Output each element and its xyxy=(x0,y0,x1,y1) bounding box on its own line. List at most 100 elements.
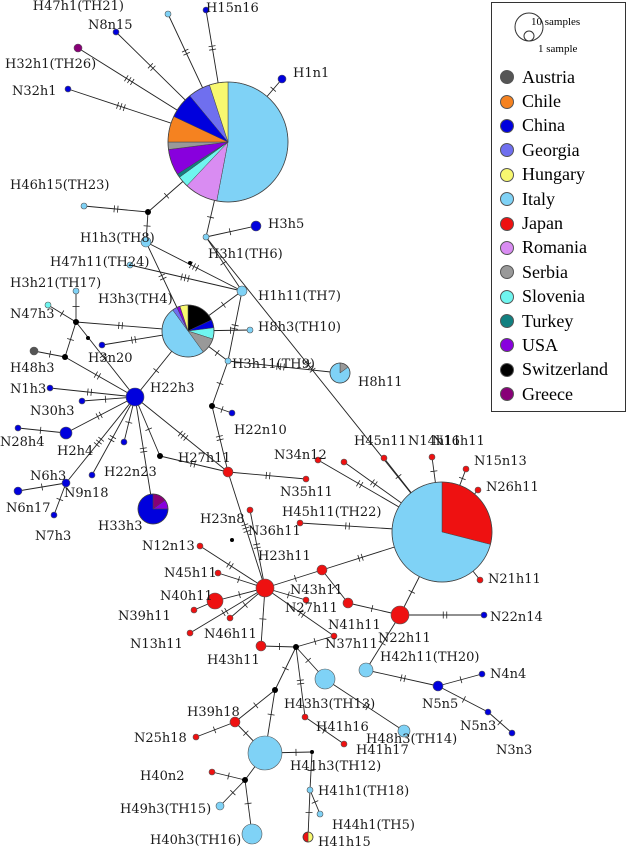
mutation-tick xyxy=(282,666,289,671)
mutation-tick xyxy=(193,460,196,468)
haplotype-node-h23h11 xyxy=(255,578,275,598)
network-edge xyxy=(205,236,243,292)
mutation-tick xyxy=(267,713,275,716)
mutation-ticks xyxy=(39,45,503,814)
mutation-tick xyxy=(269,472,271,480)
node-outline xyxy=(161,304,215,358)
mutation-tick xyxy=(139,447,147,450)
node-circle xyxy=(222,466,234,478)
haplotype-node-h15n16 xyxy=(202,6,210,14)
median-vector xyxy=(242,777,248,783)
node-outline xyxy=(329,362,351,384)
haplotype-node-h40n2 xyxy=(208,768,216,776)
node-circle xyxy=(46,384,54,392)
mutation-tick xyxy=(461,696,466,703)
network-edge xyxy=(91,396,136,476)
median-vector xyxy=(145,209,151,215)
node-label: H43h11 xyxy=(207,653,260,668)
node-label: H33h3 xyxy=(98,519,143,534)
node-label: N8n15 xyxy=(88,18,133,33)
mutation-tick xyxy=(195,264,200,272)
legend-size-scale xyxy=(514,12,544,42)
node-circle xyxy=(186,629,194,637)
legend-label: Romania xyxy=(522,237,587,258)
network-edge xyxy=(307,789,311,838)
legend-swatch xyxy=(500,70,514,85)
node-label: N28h4 xyxy=(0,435,45,450)
median-vector xyxy=(209,403,215,409)
node-label: N30h3 xyxy=(30,404,75,419)
node-circle xyxy=(277,74,287,84)
node-circle xyxy=(428,453,436,461)
mutation-tick xyxy=(242,526,250,530)
haplotype-node-h41h16 xyxy=(301,713,309,721)
mutation-tick xyxy=(180,432,186,439)
legend-item-china: China xyxy=(500,114,608,138)
mutation-tick xyxy=(230,327,238,330)
legend-swatch xyxy=(500,240,514,255)
haplotype-node-n1h3 xyxy=(46,384,54,392)
network-edge xyxy=(219,779,246,807)
network-edge xyxy=(33,350,66,358)
mutation-tick xyxy=(279,363,282,371)
node-circle xyxy=(229,716,241,728)
haplotype-node-h42h11 xyxy=(358,662,374,678)
node-circle xyxy=(44,301,52,309)
mutation-tick xyxy=(307,365,314,371)
mutation-tick xyxy=(183,434,189,441)
mutation-tick xyxy=(253,702,259,709)
mutation-tick xyxy=(130,336,133,344)
mutation-tick xyxy=(293,574,297,582)
mutation-tick xyxy=(122,104,126,112)
mutation-tick xyxy=(365,703,370,711)
mutation-tick xyxy=(220,406,224,413)
legend-swatch xyxy=(500,216,514,231)
mutation-tick xyxy=(356,480,361,487)
network-edge xyxy=(17,427,67,434)
legend-swatch xyxy=(500,362,514,377)
network-edge xyxy=(65,396,136,484)
node-circle xyxy=(255,578,275,598)
mutation-tick xyxy=(229,563,234,570)
node-label: H41h3(TH12) xyxy=(290,759,381,774)
mutation-tick xyxy=(95,439,102,445)
legend-label: Switzerland xyxy=(522,359,608,380)
haplotype-node-n43h11 xyxy=(316,564,328,576)
node-label: H22n23 xyxy=(104,465,157,480)
node-circle xyxy=(64,85,72,93)
haplotype-node-n46h11 xyxy=(226,614,234,622)
mutation-tick xyxy=(134,336,137,344)
node-label: N5n5 xyxy=(422,697,458,712)
median-vector xyxy=(73,319,79,325)
node-label: N4n4 xyxy=(490,667,526,682)
legend-label: Chile xyxy=(522,91,561,112)
median-vector xyxy=(62,354,68,360)
mutation-tick xyxy=(216,438,224,441)
haplotype-node-h40h3 xyxy=(241,823,263,845)
node-label: N16h11 xyxy=(432,434,485,449)
haplotype-node-h47h11 xyxy=(126,261,134,269)
haplotype-node-n3n3 xyxy=(508,729,516,737)
mutation-tick xyxy=(287,591,290,599)
haplotype-node-n25h18 xyxy=(192,733,200,741)
haplotype-node-h47h1 xyxy=(164,10,172,18)
median-vector xyxy=(188,261,192,265)
median-vector xyxy=(157,453,163,459)
mutation-tick xyxy=(187,275,190,283)
node-circle xyxy=(508,729,516,737)
node-label: H40n2 xyxy=(140,769,185,784)
legend-item-slovenia: Slovenia xyxy=(500,285,608,309)
haplotype-node-h1h1 xyxy=(167,81,289,203)
node-circle xyxy=(80,202,88,210)
node-circle xyxy=(330,632,338,640)
legend-item-hungary: Hungary xyxy=(500,163,608,187)
node-label: N21h11 xyxy=(488,572,541,587)
mutation-tick xyxy=(145,427,153,431)
node-circle xyxy=(202,6,210,14)
node-label: N13h11 xyxy=(130,637,183,652)
node-circle xyxy=(73,43,83,53)
node-circle xyxy=(192,733,200,741)
haplotype-node-h45n11 xyxy=(340,458,348,466)
mutation-tick xyxy=(458,476,466,481)
mutation-tick xyxy=(104,395,107,403)
